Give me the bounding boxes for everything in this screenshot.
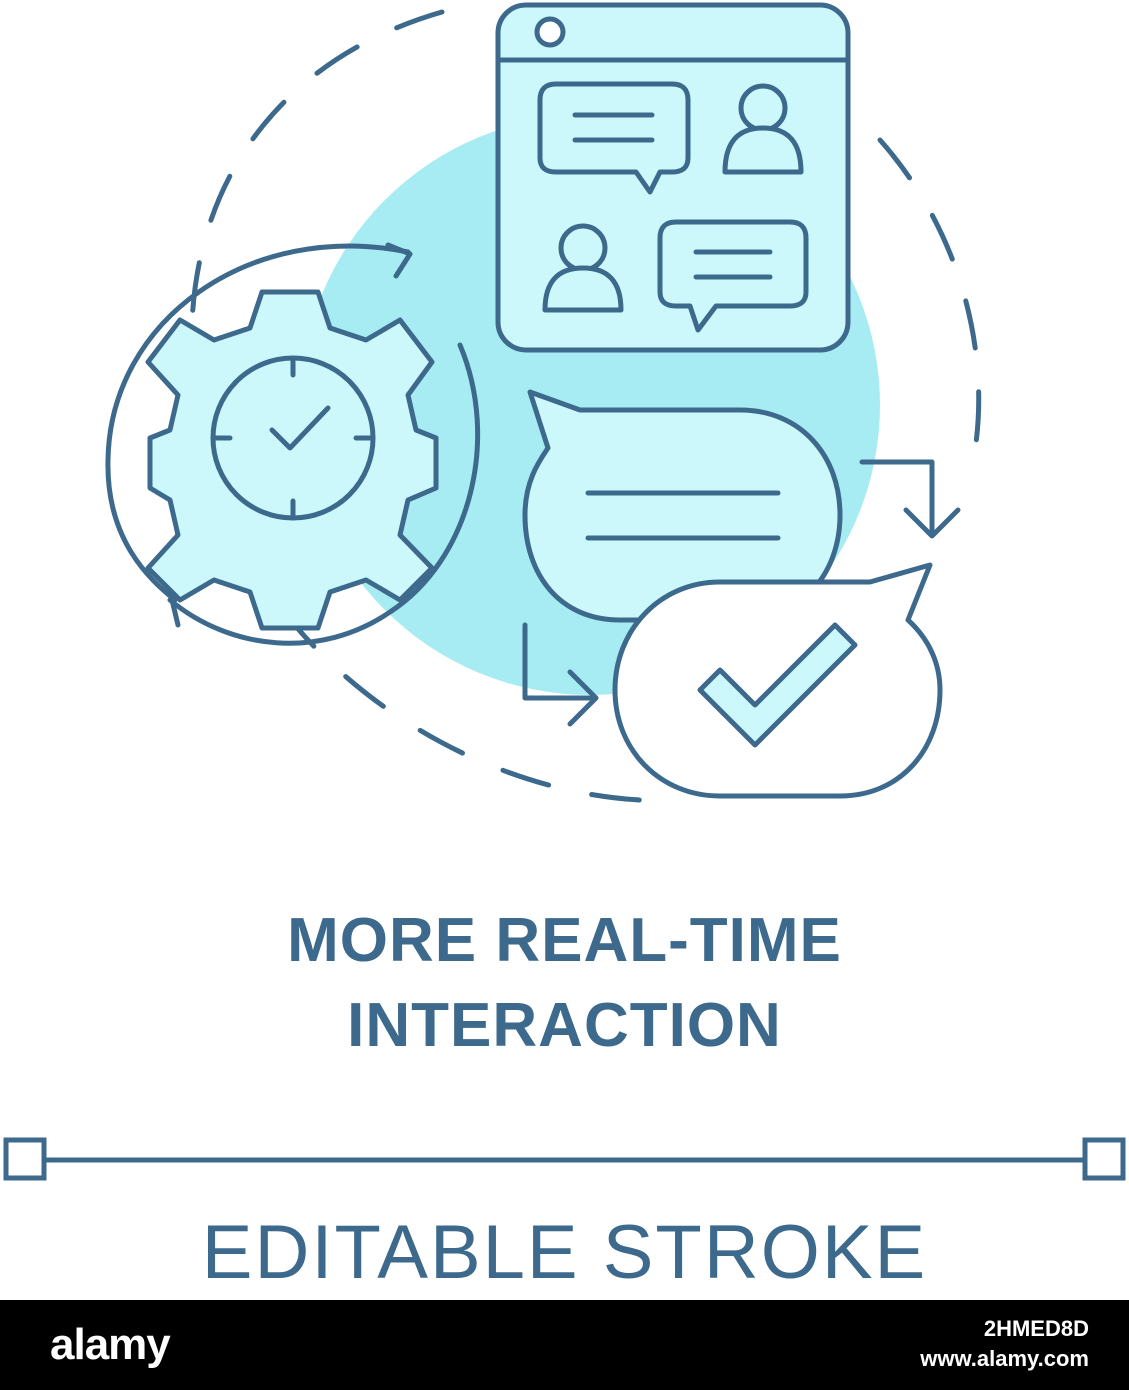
concept-illustration <box>105 2 982 803</box>
refresh-arrows-icon <box>105 243 411 603</box>
title-line-1: MORE REAL-TIME <box>287 906 842 975</box>
title-line-2: INTERACTION <box>347 991 782 1060</box>
editable-stroke-label: EDITABLE STROKE <box>201 1210 928 1295</box>
check-bubble-icon <box>612 562 943 799</box>
user-avatar-icon <box>542 223 624 313</box>
footer-bar: alamy 2HMED8D www.alamy.com <box>0 1300 1129 1390</box>
check-mark-icon <box>697 622 858 748</box>
clock-check-icon <box>269 405 331 451</box>
footer-image-id: 2HMED8D <box>983 1316 1089 1341</box>
arrow-icon <box>522 459 961 727</box>
user-avatar-icon <box>722 83 804 175</box>
stroke-handle-left <box>3 1137 47 1181</box>
footer-image-info: 2HMED8D www.alamy.com <box>920 1314 1089 1373</box>
stroke-handle-right <box>1082 1137 1126 1181</box>
footer-logo: alamy <box>50 1320 171 1369</box>
gear-clock-icon <box>105 242 481 646</box>
editable-stroke-bar <box>3 1137 1126 1181</box>
chat-window-icon <box>495 2 851 353</box>
footer-site: www.alamy.com <box>920 1345 1089 1371</box>
clock-face-icon <box>210 355 376 521</box>
